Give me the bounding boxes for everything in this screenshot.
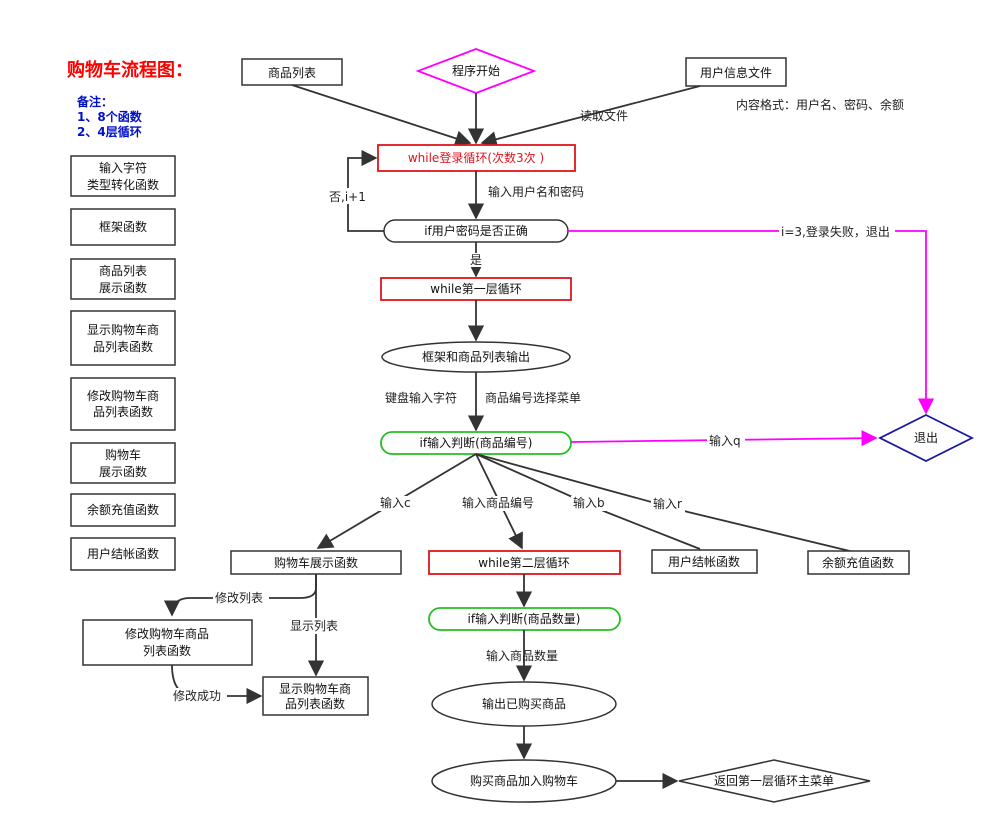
func-label: 框架函数 [99, 219, 147, 234]
note-line-1: 1、8个函数 [77, 109, 143, 124]
edge-label-input-c: 输入c [380, 495, 411, 510]
func-box-recharge [70, 493, 176, 527]
edge-label-bg [326, 188, 370, 204]
node-modify-cart-label-2: 列表函数 [143, 643, 191, 658]
func-label: 用户结帐函数 [87, 546, 159, 561]
edge-label-bg [707, 433, 745, 449]
edge-label-bg [171, 688, 227, 704]
node-show-cart [262, 676, 369, 716]
node-user-file-label: 用户信息文件 [700, 65, 772, 80]
note-heading: 备注： [76, 94, 113, 109]
node-frame-output-label: 框架和商品列表输出 [422, 349, 530, 364]
edge-label-input-b: 输入b [573, 495, 605, 510]
edge-label-keyboard-input: 键盘输入字符 [385, 390, 457, 405]
node-start-label: 程序开始 [452, 63, 500, 78]
node-modify-cart [82, 619, 253, 666]
node-user-file [685, 57, 787, 87]
node-return-label: 返回第一层循环主菜单 [714, 774, 834, 788]
node-show-cart-label-1: 显示购物车商 [279, 681, 351, 696]
edge-label-bg [651, 497, 685, 512]
func-label: 修改购物车商 [87, 388, 159, 403]
edge-input-b [475, 453, 701, 550]
edge-label-input-user-pwd: 输入用户名和密码 [488, 184, 584, 199]
function-list: 输入字符 类型转化函数 框架函数 商品列表 展示函数 显示购物车商 品列表函数 … [70, 155, 176, 571]
func-label: 展示函数 [99, 280, 147, 295]
func-label: 购物车 [105, 447, 141, 462]
node-check-password-label: if用户密码是否正确 [424, 223, 528, 238]
func-box-product-list [70, 258, 176, 300]
func-label: 显示购物车商 [87, 322, 159, 337]
edge-fail-exit [568, 230, 935, 415]
edge-product-to-login [291, 84, 472, 147]
node-modify-cart-label-1: 修改购物车商品 [125, 626, 209, 641]
node-cart-show-label: 购物车展示函数 [274, 555, 358, 570]
node-first-loop-label: while第一层循环 [430, 282, 521, 296]
func-box-input-char [70, 155, 176, 197]
edge-label-modify-ok: 修改成功 [173, 688, 221, 703]
node-add-to-cart-label: 购买商品加入购物车 [470, 773, 578, 788]
func-box-frame [70, 208, 176, 246]
edge-label-bg [213, 590, 269, 606]
node-input-judge-label: if输入判断(商品编号) [420, 435, 533, 450]
node-login-loop [377, 144, 576, 172]
node-return-diamond [678, 759, 871, 803]
node-balance-recharge [807, 550, 910, 575]
edge-label-read-file: 读取文件 [580, 108, 628, 123]
func-label: 品列表函数 [93, 339, 153, 354]
edge-label-bg [571, 496, 607, 511]
node-output-bought-label: 输出已购买商品 [482, 696, 566, 711]
node-balance-recharge-label: 余额充值函数 [822, 555, 894, 570]
node-product-list-label: 商品列表 [268, 65, 316, 80]
func-label: 输入字符 [99, 160, 147, 175]
func-label: 展示函数 [99, 464, 147, 479]
edge-label-input-q: 输入q [709, 433, 741, 448]
func-label: 余额充值函数 [87, 502, 159, 517]
edge-label-input-product-no: 输入商品编号 [462, 495, 534, 510]
edge-label-bg [468, 253, 484, 267]
edge-label-bg [288, 618, 344, 634]
node-exit-label: 退出 [914, 431, 938, 445]
edge-label-input-qty: 输入商品数量 [486, 648, 558, 663]
edge-label-bg [460, 496, 540, 511]
edge-input-r [475, 453, 859, 554]
func-box-cart-show [70, 442, 176, 484]
func-label: 类型转化函数 [87, 177, 159, 192]
edge-label-bg [779, 224, 895, 240]
func-box-modify-cart-list [70, 377, 176, 431]
func-label: 品列表函数 [93, 404, 153, 419]
edge-label-yes: 是 [470, 253, 482, 267]
node-second-loop-label: while第二层循环 [478, 556, 569, 570]
note-line-2: 2、4层循环 [77, 124, 142, 139]
func-box-checkout [70, 537, 176, 571]
edge-label-no-retry: 否,i+1 [329, 190, 366, 204]
edge-label-fail-exit: i=3,登录失败，退出 [781, 224, 890, 239]
edge-label-menu-select: 商品编号选择菜单 [485, 390, 581, 405]
node-show-cart-label-2: 品列表函数 [285, 696, 345, 711]
file-format-note: 内容格式：用户名、密码、余额 [736, 97, 904, 112]
edge-file-to-login [480, 85, 701, 148]
node-login-loop-label: while登录循环(次数3次 ) [408, 150, 544, 165]
edge-label-bg [378, 496, 414, 511]
node-exit-diamond [877, 413, 975, 463]
edge-label-input-r: 输入r [653, 496, 682, 511]
node-user-checkout [651, 549, 758, 574]
func-label: 商品列表 [99, 263, 147, 278]
node-user-checkout-label: 用户结帐函数 [668, 554, 740, 569]
edge-label-show-list: 显示列表 [290, 619, 338, 633]
edge-label-modify-list: 修改列表 [215, 590, 263, 605]
node-qty-judge-label: if输入判断(商品数量) [468, 611, 581, 626]
chart-title: 购物车流程图： [67, 59, 193, 81]
func-box-show-cart-list [70, 310, 176, 366]
